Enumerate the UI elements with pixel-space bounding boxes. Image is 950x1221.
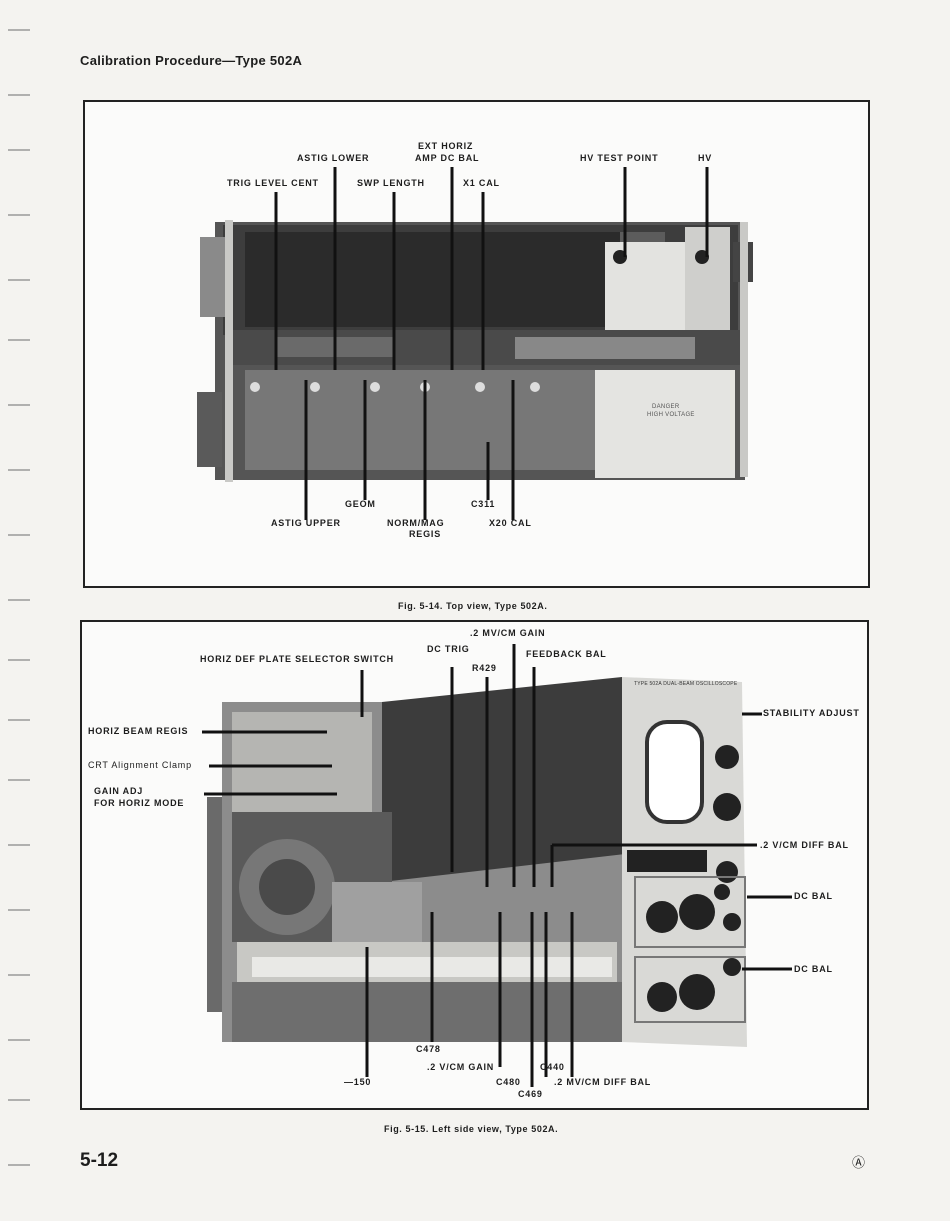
crt-tube	[245, 232, 620, 327]
label-high-voltage: HIGH VOLTAGE	[647, 412, 695, 418]
label-c440: C440	[540, 1062, 565, 1072]
tektronix-logo: Ⓐ	[852, 1155, 866, 1170]
crt-screen	[645, 720, 704, 824]
label-m150: —150	[344, 1077, 372, 1087]
label-swp-length: SWP LENGTH	[357, 178, 425, 188]
label-amp-dc-bal: AMP DC BAL	[415, 153, 480, 163]
label-ext-horiz: EXT HORIZ	[418, 141, 474, 151]
label-c478: C478	[416, 1044, 441, 1054]
circuit-board	[245, 370, 595, 470]
top-view-photo	[197, 167, 753, 520]
label-trig-level-cent: TRIG LEVEL CENT	[227, 178, 319, 188]
label-gain-2v: .2 V/CM GAIN	[427, 1062, 495, 1072]
label-astig-lower: ASTIG LOWER	[297, 153, 370, 163]
left-side-photo	[202, 644, 792, 1087]
page-number: 5-12	[80, 1150, 119, 1171]
label-crt-alignment-clamp: CRT Alignment Clamp	[88, 760, 192, 770]
label-regis: REGIS	[409, 529, 442, 539]
label-astig-upper: ASTIG UPPER	[271, 518, 341, 528]
label-gain-adj: GAIN ADJ	[94, 786, 144, 796]
label-geom: GEOM	[345, 499, 376, 509]
label-gain-2mv: .2 MV/CM GAIN	[470, 628, 546, 638]
label-dc-bal-1: DC BAL	[794, 891, 833, 901]
label-diff-bal-2v: .2 V/CM DIFF BAL	[760, 840, 849, 850]
label-c311: C311	[471, 499, 496, 509]
label-danger: DANGER	[652, 404, 680, 410]
label-horiz-def-switch: HORIZ DEF PLATE SELECTOR SWITCH	[200, 654, 394, 664]
page-edge-marks	[8, 29, 30, 1166]
crt-shield	[382, 677, 642, 882]
figure-left-side-view: .2 MV/CM GAIN DC TRIG FEEDBACK BAL HORIZ…	[80, 620, 869, 1110]
label-horiz-beam-regis: HORIZ BEAM REGIS	[88, 726, 189, 736]
figure-caption-5-15: Fig. 5-15. Left side view, Type 502A.	[384, 1124, 559, 1134]
label-stability-adjust: STABILITY ADJUST	[763, 708, 860, 718]
panel-title: TYPE 502A DUAL-BEAM OSCILLOSCOPE	[634, 681, 738, 687]
label-dc-bal-2: DC BAL	[794, 964, 833, 974]
label-c480: C480	[496, 1077, 521, 1087]
label-dc-trig: DC TRIG	[427, 644, 470, 654]
label-c469: C469	[518, 1089, 543, 1099]
label-x20-cal: X20 CAL	[489, 518, 532, 528]
hv-shield	[595, 370, 735, 478]
label-for-horiz-mode: FOR HORIZ MODE	[94, 798, 185, 808]
page-header: Calibration Procedure—Type 502A	[80, 53, 303, 68]
label-r429: R429	[472, 663, 497, 673]
label-hv-test-point: HV TEST POINT	[580, 153, 659, 163]
label-feedback-bal: FEEDBACK BAL	[526, 649, 607, 659]
figure-top-view: EXT HORIZ ASTIG LOWER AMP DC BAL HV TEST…	[83, 100, 870, 588]
label-hv: HV	[698, 153, 713, 163]
label-diff-bal-2mv: .2 MV/CM DIFF BAL	[554, 1077, 652, 1087]
label-x1-cal: X1 CAL	[463, 178, 500, 188]
figure-caption-5-14: Fig. 5-14. Top view, Type 502A.	[398, 601, 548, 611]
label-norm-mag: NORM/MAG	[387, 518, 445, 528]
